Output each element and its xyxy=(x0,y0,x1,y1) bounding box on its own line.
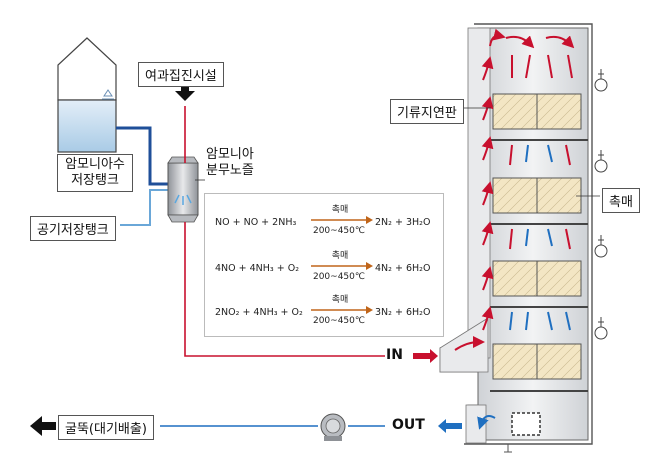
reaction-2: 4NO + 4NH₃ + O₂ 촉매 200~450℃ 4N₂ + 6H₂O xyxy=(205,248,443,288)
outlet-label: OUT xyxy=(392,417,425,433)
red-flow-arrows xyxy=(481,28,575,331)
soot-blowers xyxy=(594,69,608,340)
catalyst-layer-3 xyxy=(492,260,582,297)
bottom-hatch xyxy=(511,412,541,436)
fan-icon xyxy=(320,413,346,441)
ammonia-pipe xyxy=(116,126,168,186)
reaction-1-reactants: NO + NO + 2NH₃ xyxy=(215,217,297,228)
filter-arrow-down xyxy=(175,83,195,101)
reaction-2-products: 4N₂ + 6H₂O xyxy=(375,263,431,274)
reaction-3-temperature: 200~450℃ xyxy=(312,316,365,326)
reaction-1: NO + NO + 2NH₃ 촉매 200~450℃ 2N₂ + 3H₂O xyxy=(205,202,443,242)
filter-label: 여과집진시설 xyxy=(138,62,224,87)
catalyst-label: 촉매 xyxy=(602,188,640,213)
ammonia-tank xyxy=(57,37,117,153)
stack-arrow xyxy=(30,416,56,436)
reaction-2-reactants: 4NO + 4NH₃ + O₂ xyxy=(215,263,300,274)
reaction-3-reactants: 2NO₂ + 4NH₃ + O₂ xyxy=(215,307,303,318)
catalyst-layer-4 xyxy=(492,343,582,380)
reaction-1-temperature: 200~450℃ xyxy=(312,226,365,236)
reaction-2-temperature: 200~450℃ xyxy=(312,272,365,282)
inlet-arrow xyxy=(413,349,438,363)
catalyst-layer-1 xyxy=(492,93,582,130)
reaction-3-products: 3N₂ + 6H₂O xyxy=(375,307,431,318)
reaction-equations-box: NO + NO + 2NH₃ 촉매 200~450℃ 2N₂ + 3H₂O 4N… xyxy=(204,193,444,337)
air-tank-label: 공기저장탱크 xyxy=(30,216,116,241)
reaction-2-catalyst: 촉매 xyxy=(331,251,349,261)
reaction-3-catalyst: 촉매 xyxy=(331,295,349,305)
flow-plate-label: 기류지연판 xyxy=(390,99,464,124)
inlet-red-swirl xyxy=(454,336,485,351)
reaction-3-arrow xyxy=(311,306,373,314)
reaction-3: 2NO₂ + 4NH₃ + O₂ 촉매 200~450℃ 3N₂ + 6H₂O xyxy=(205,292,443,332)
blue-flow-arrows xyxy=(477,144,571,430)
reaction-1-arrow xyxy=(311,216,373,224)
outlet-arrow xyxy=(438,419,462,433)
ammonia-tank-label: 암모니아수 저장탱크 xyxy=(57,154,133,192)
flue-gas-line xyxy=(184,106,385,357)
air-pipe xyxy=(120,189,168,226)
reactor-tower xyxy=(439,23,593,445)
flow-delay-plates xyxy=(490,139,588,392)
reaction-2-arrow xyxy=(311,262,373,270)
catalyst-layer-2 xyxy=(492,177,582,214)
reaction-1-products: 2N₂ + 3H₂O xyxy=(375,217,431,228)
catalyst-layers xyxy=(492,93,582,380)
inlet-label: IN xyxy=(386,347,403,363)
nozzle-label: 암모니아 분무노즐 xyxy=(206,147,254,178)
spray-nozzle xyxy=(167,156,199,223)
reaction-1-catalyst: 촉매 xyxy=(331,205,349,215)
stack-label: 굴뚝(대기배출) xyxy=(58,415,154,440)
